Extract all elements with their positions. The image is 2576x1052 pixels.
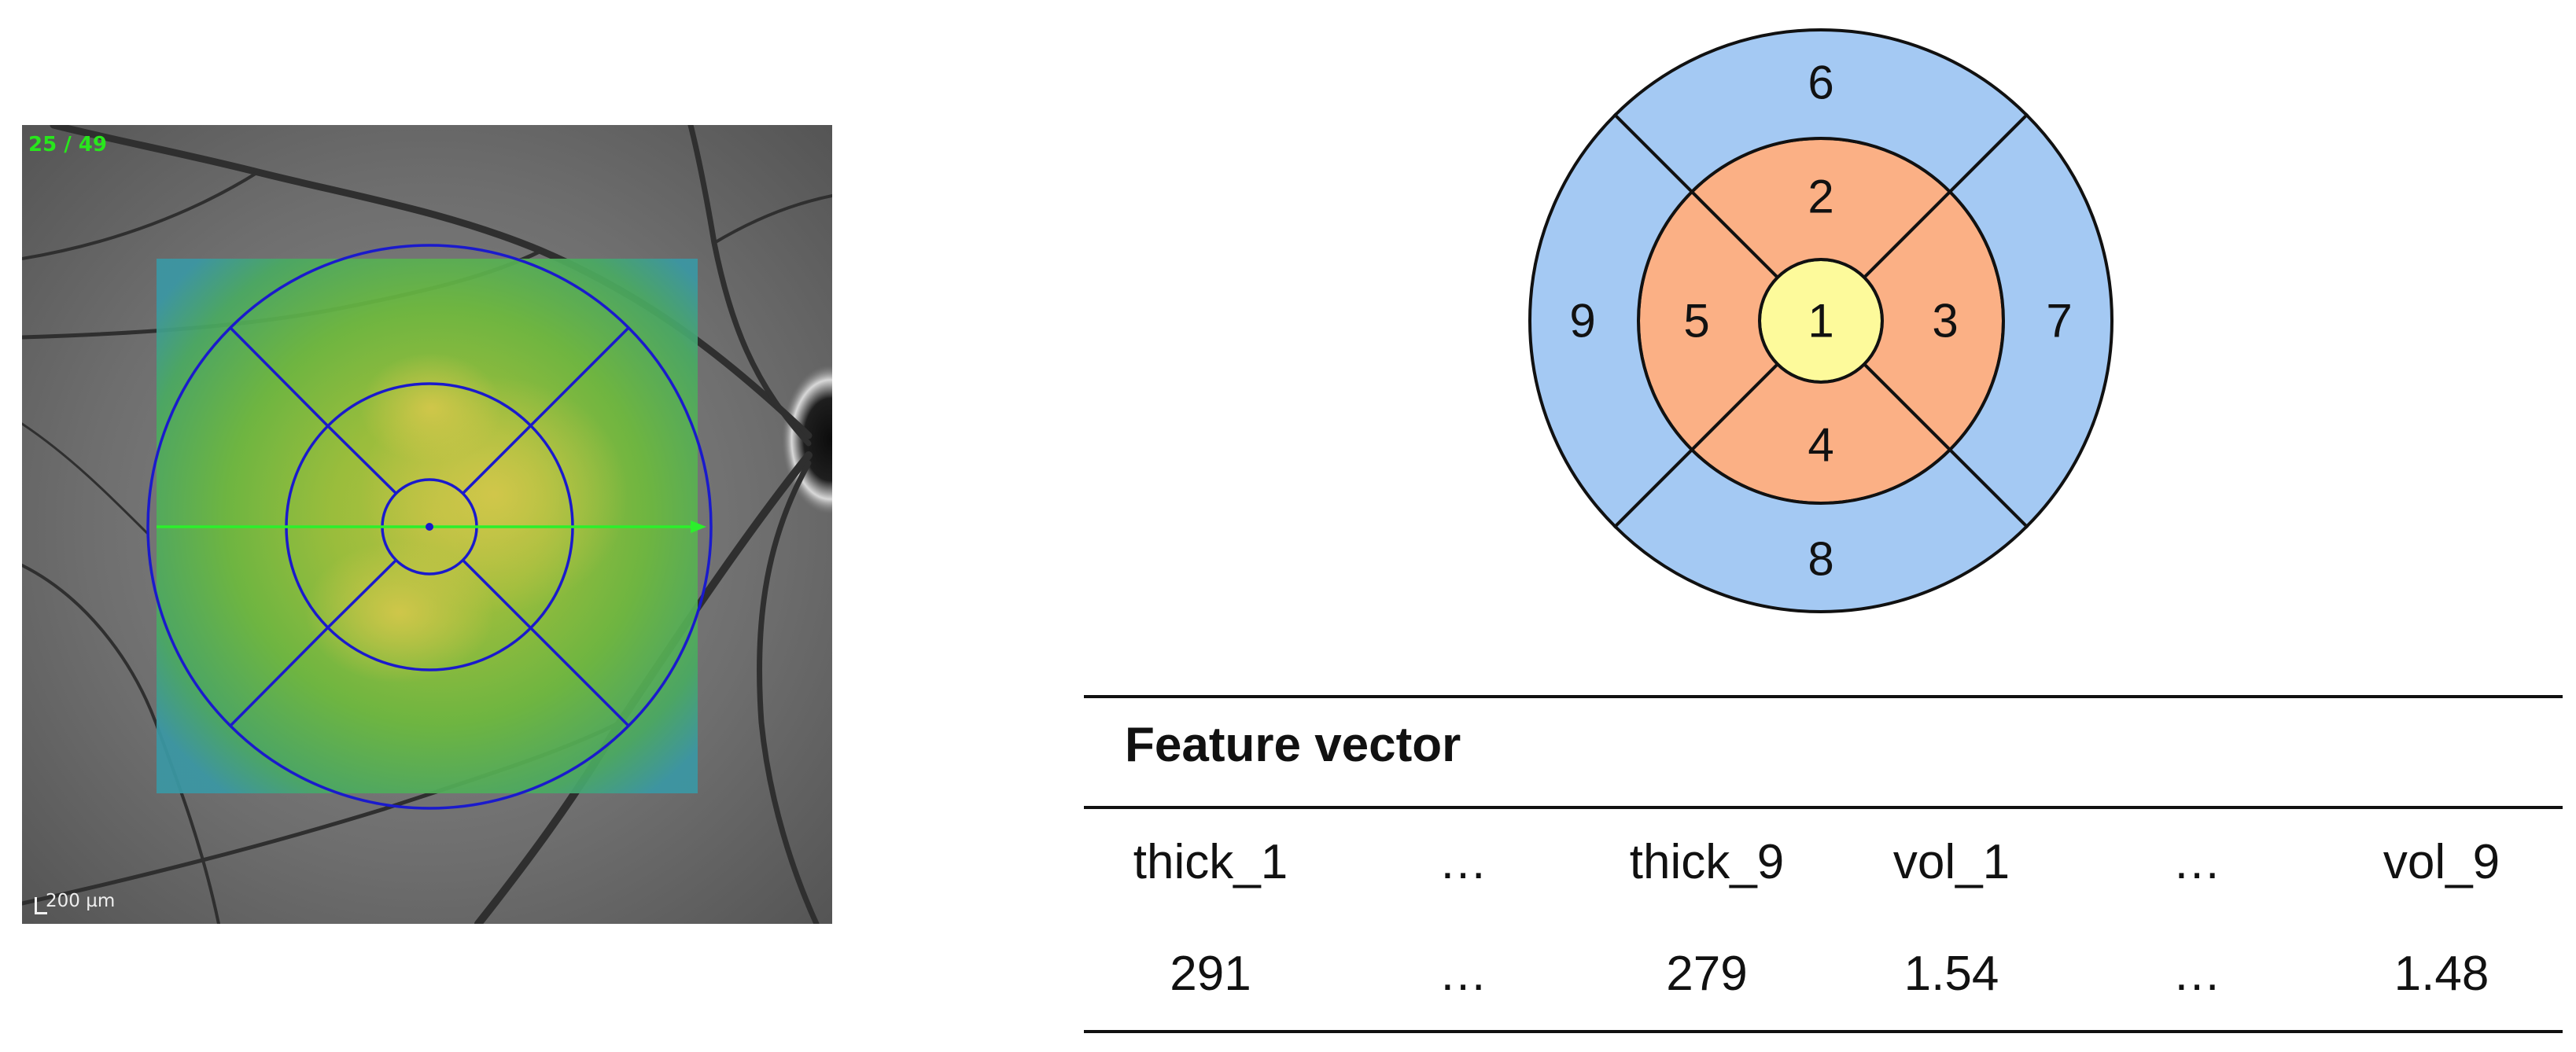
sector-label-8: 8 xyxy=(1808,533,1833,586)
fundus-thickness-map: 25 / 49 200 µm xyxy=(22,125,832,924)
etdrs-sector-diagram: 1 2 3 4 5 6 7 8 9 xyxy=(1514,14,2128,627)
value-cell: 291 xyxy=(1170,947,1251,1001)
value-cell: … xyxy=(1439,947,1487,1001)
value-cell: … xyxy=(2172,947,2221,1001)
sector-9 xyxy=(1528,112,1694,529)
table-value-row: 291 … 279 1.54 … 1.48 xyxy=(1084,931,2563,1017)
header-cell: … xyxy=(2172,835,2221,889)
table-rule-top xyxy=(1084,695,2563,698)
sector-label-7: 7 xyxy=(2046,295,2072,348)
sector-label-1: 1 xyxy=(1808,295,1833,348)
fovea-marker xyxy=(426,523,433,531)
table-rule-bottom xyxy=(1084,1030,2563,1033)
header-cell: vol_1 xyxy=(1892,835,2010,889)
sector-7 xyxy=(1948,112,2113,529)
value-cell: 1.48 xyxy=(2394,947,2489,1001)
sector-label-6: 6 xyxy=(1808,57,1833,109)
sector-label-9: 9 xyxy=(1569,295,1595,348)
value-cell: 279 xyxy=(1666,947,1748,1001)
table-header-row: thick_1 … thick_9 vol_1 … vol_9 xyxy=(1084,819,2563,906)
sector-label-4: 4 xyxy=(1808,419,1833,472)
scale-label: 200 µm xyxy=(46,891,116,911)
scale-bar-icon xyxy=(35,897,47,914)
value-cell: 1.54 xyxy=(1903,947,1999,1001)
header-cell: thick_1 xyxy=(1133,835,1288,889)
table-title: Feature vector xyxy=(1125,718,1461,772)
header-cell: … xyxy=(1439,835,1487,889)
sector-label-5: 5 xyxy=(1683,295,1709,348)
sector-8 xyxy=(1612,447,2029,613)
feature-vector-table: Feature vector thick_1 … thick_9 vol_1 …… xyxy=(1084,695,2563,1035)
header-cell: thick_9 xyxy=(1629,835,1785,889)
sector-label-2: 2 xyxy=(1808,171,1833,223)
slice-counter: 25 / 49 xyxy=(28,133,107,156)
table-rule-middle xyxy=(1084,806,2563,809)
fundus-image xyxy=(22,125,832,924)
sector-label-3: 3 xyxy=(1932,295,1958,348)
bscan-arrow-icon xyxy=(691,520,706,533)
sector-6 xyxy=(1612,28,2029,194)
header-cell: vol_9 xyxy=(2383,835,2500,889)
